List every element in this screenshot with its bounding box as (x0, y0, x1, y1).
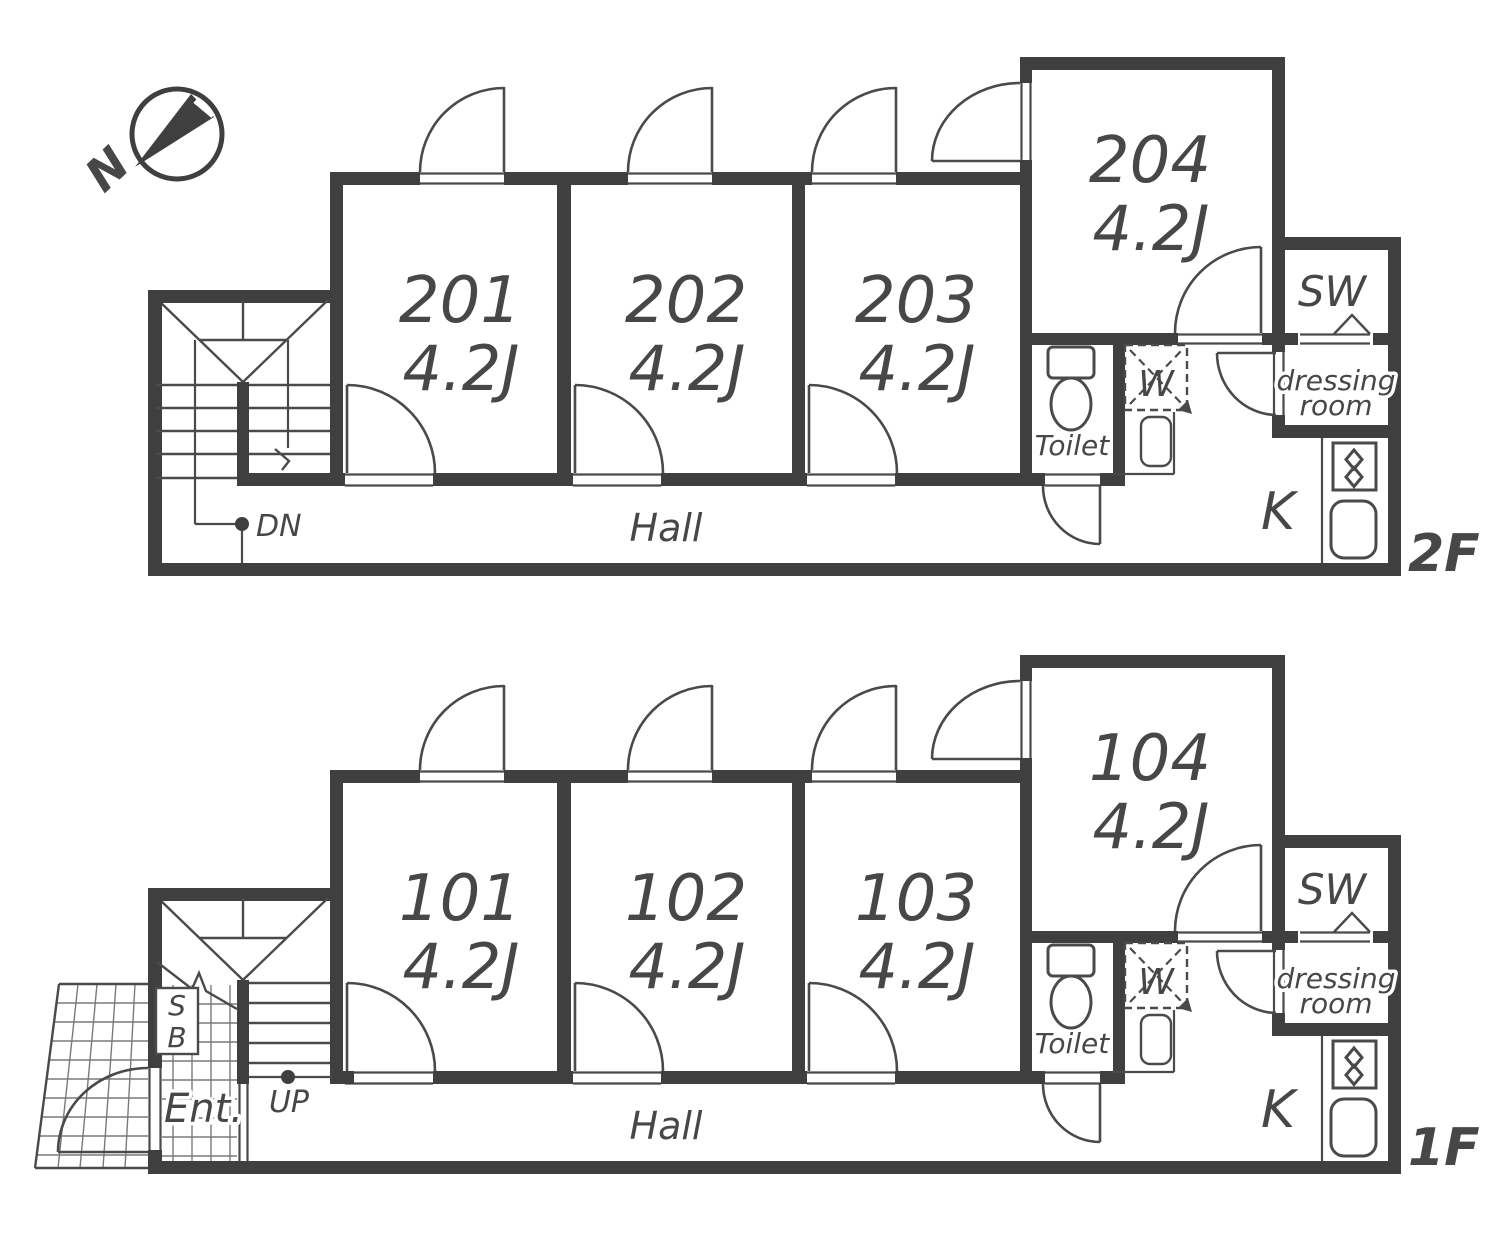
stair-cut-line-1f (156, 961, 238, 1011)
toilet-label-2f: Toilet (1035, 429, 1111, 462)
kitchen-label-1f: K (1261, 1080, 1299, 1140)
washer-label-1f: W (1138, 962, 1175, 1003)
room-102-size: 4.2J (629, 930, 746, 1003)
washer-label-2f: W (1138, 364, 1175, 405)
dressing-label-2f: dressing (1277, 364, 1396, 397)
walk-line-start-dot-2f (235, 517, 249, 531)
floor-label-1f: 1F (1408, 1118, 1480, 1178)
room-103-size: 4.2J (859, 930, 976, 1003)
shoe-box-label-b: B (167, 1021, 186, 1054)
hall-label-2f: Hall (630, 506, 703, 550)
dressing-room-label-2f: room (1299, 389, 1372, 422)
stairs-1f (56, 888, 354, 1174)
room-203-size: 4.2J (859, 332, 976, 405)
room-204-number: 204 (1089, 124, 1211, 198)
shoe-box-label-s: S (168, 989, 186, 1022)
stair-treads-1f (249, 981, 330, 1065)
entry-door-arc (56, 1066, 149, 1154)
room-201-size: 4.2J (403, 332, 520, 405)
floor-label-2f: 2F (1408, 524, 1480, 584)
stair-up-label: UP (269, 1085, 310, 1120)
labels-2f: 201 4.2J 202 4.2J 203 4.2J 204 4.2J Hall… (256, 124, 1480, 584)
stair-walk-line-2f (193, 340, 290, 563)
porch-tile-grid (36, 983, 148, 1169)
entrance-step-edge (238, 1084, 249, 1161)
entry-opening-edges (148, 1068, 162, 1150)
stair-cut-mark-2f (274, 448, 291, 471)
room-101-size: 4.2J (403, 930, 520, 1003)
compass-needle (135, 94, 214, 167)
shoe-wall-label-2f: SW (1298, 267, 1368, 316)
room-201-number: 201 (399, 264, 521, 338)
room-103-number: 103 (855, 862, 977, 936)
stair-down-label: DN (256, 509, 302, 544)
room-102-number: 102 (625, 862, 747, 936)
labels-1f: 101 4.2J 102 4.2J 103 4.2J 104 4.2J Hall… (161, 722, 1480, 1178)
walk-line-start-dot-1f (281, 1070, 295, 1084)
hall-label-1f: Hall (630, 1104, 703, 1148)
toilet-label-1f: Toilet (1035, 1027, 1111, 1060)
room-104-number: 104 (1089, 722, 1211, 796)
porch-outline (33, 982, 148, 1170)
compass-north-label: N (75, 136, 140, 202)
entrance-1f (33, 982, 237, 1170)
floor-2f-geometry (146, 55, 1403, 578)
floor-1f-geometry (146, 653, 1403, 1176)
room-204-size: 4.2J (1093, 192, 1210, 265)
room-202-number: 202 (625, 264, 747, 338)
room-104-size: 4.2J (1093, 790, 1210, 863)
room-202-size: 4.2J (629, 332, 746, 405)
shoe-wall-label-1f: SW (1298, 865, 1368, 914)
entrance-label: Ent. (164, 1086, 243, 1132)
compass-icon: N (75, 86, 225, 202)
kitchen-label-2f: K (1261, 482, 1299, 542)
dressing-label-1f: dressing (1277, 962, 1396, 995)
dressing-room-label-1f: room (1299, 987, 1372, 1020)
shoe-box (154, 986, 200, 1056)
entrance-tile-grid (162, 985, 237, 1161)
room-203-number: 203 (855, 264, 977, 338)
stairs-2f (148, 290, 343, 576)
stair-treads-2f (156, 383, 330, 480)
room-101-number: 101 (399, 862, 521, 936)
